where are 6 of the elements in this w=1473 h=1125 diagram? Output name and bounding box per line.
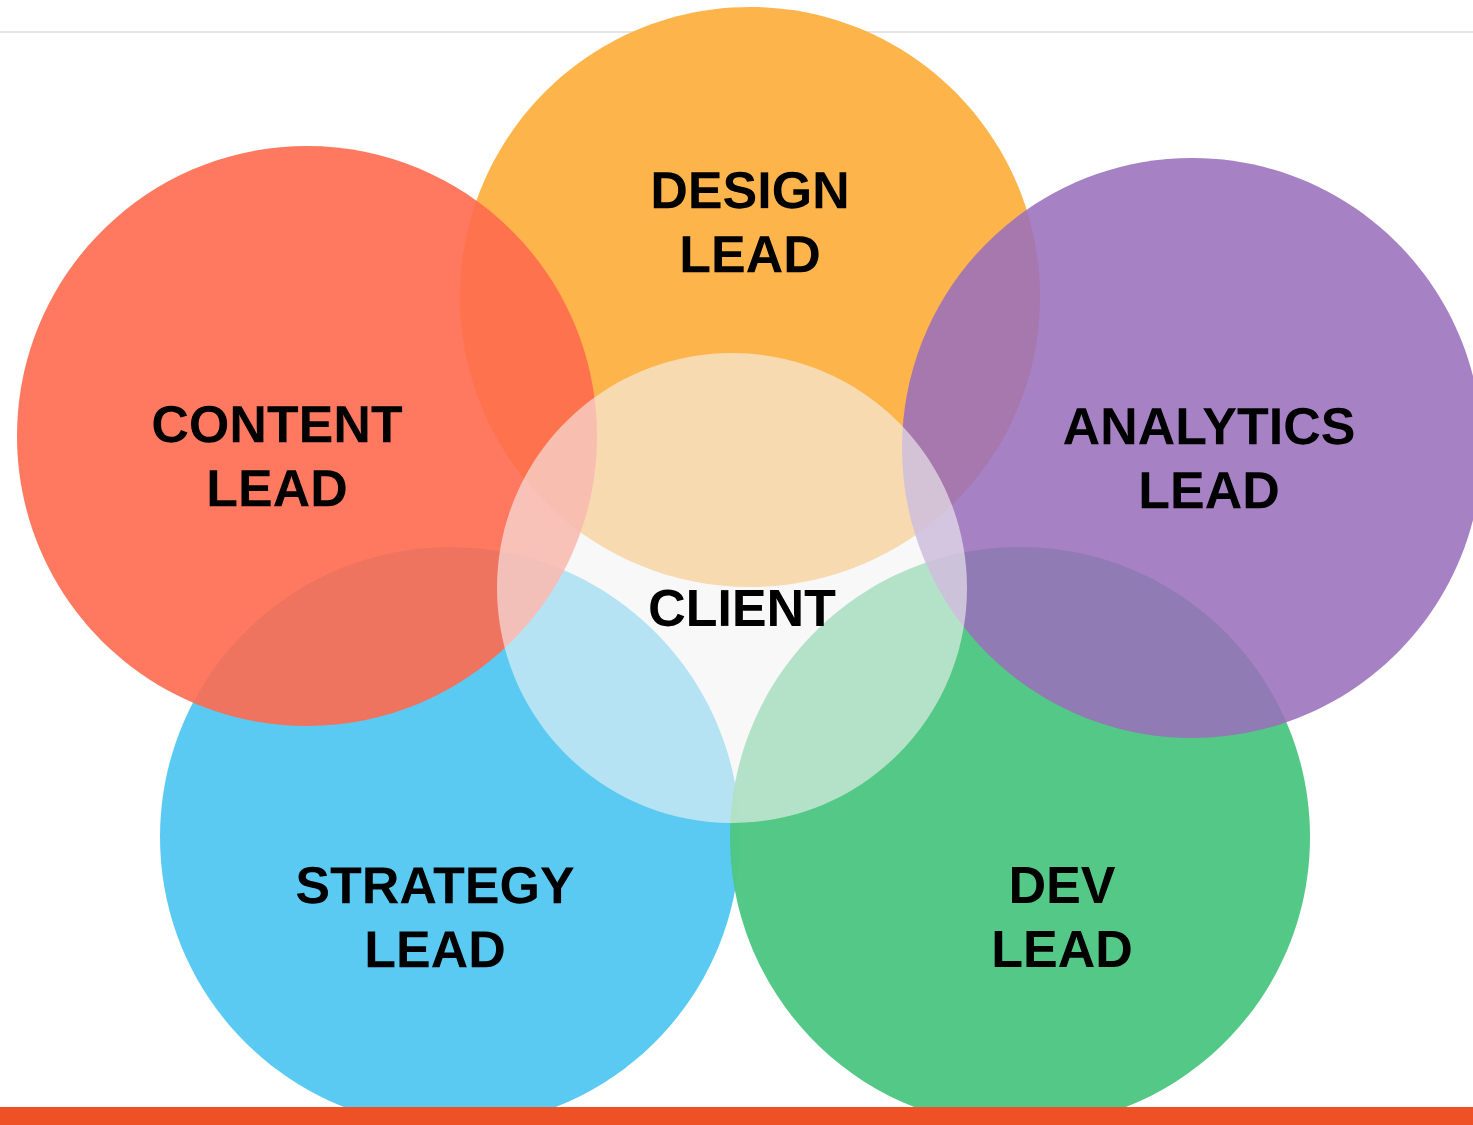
circle-label: CONTENT LEAD (153, 405, 403, 507)
circle-label: ANALYTICS LEAD (1063, 407, 1354, 509)
circle-label: STRATEGY LEAD (296, 866, 574, 968)
circle-label: DEV LEAD (994, 867, 1131, 967)
circle-label: DESIGN LEAD (653, 171, 847, 273)
circle-label: CLIENT (650, 589, 836, 627)
